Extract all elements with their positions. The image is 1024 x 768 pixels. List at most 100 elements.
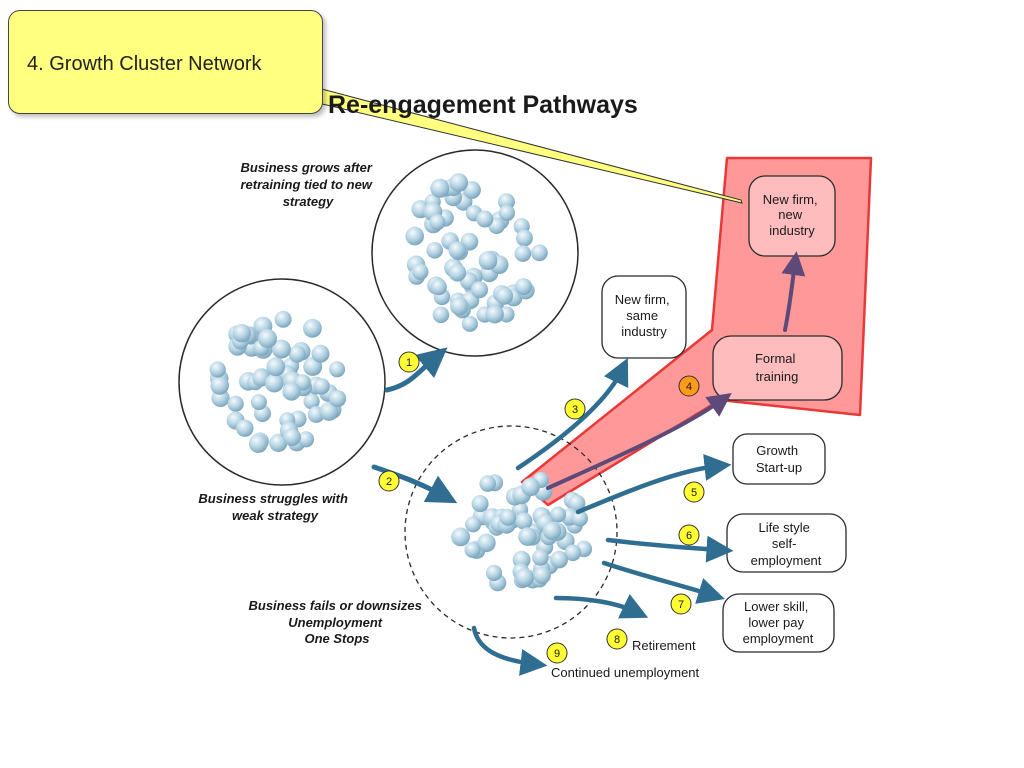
badge-pathway-7: 7	[670, 593, 692, 615]
ball	[564, 544, 582, 562]
ball	[429, 214, 446, 231]
arrow-pathway-3	[515, 357, 629, 471]
ball	[430, 178, 450, 198]
ball	[495, 287, 514, 305]
ball	[476, 210, 494, 228]
ball	[449, 173, 469, 193]
caption-business-struggles: Business struggles with weak strategy	[198, 491, 351, 523]
box-formal-training: Formal training	[712, 335, 843, 401]
ball	[282, 382, 301, 401]
ball	[448, 241, 467, 259]
svg-text:6: 6	[686, 530, 692, 542]
arrow-pathway-1	[384, 347, 448, 393]
svg-text:Growth Start-up: Growth Start-up	[756, 443, 802, 475]
arrow-pathway-7	[601, 560, 725, 604]
svg-text:Life style self- e: Life style self- employment	[751, 520, 822, 568]
ball	[521, 477, 540, 497]
ball	[303, 393, 320, 410]
ball	[405, 226, 425, 246]
caption-business-fails: Business fails or downsizes Unemployment…	[248, 598, 425, 646]
ball	[266, 357, 286, 377]
badge-pathway-9: 9	[546, 642, 568, 664]
ball	[313, 378, 330, 395]
ball	[499, 509, 517, 526]
ball	[531, 244, 548, 262]
ball	[232, 324, 251, 343]
ball	[485, 305, 504, 324]
callout-box: 4. Growth Cluster Network	[8, 10, 323, 114]
ball	[550, 550, 568, 569]
badge-pathway-5: 5	[683, 481, 705, 503]
ball	[329, 390, 347, 408]
svg-text:8: 8	[614, 634, 620, 646]
ball	[448, 263, 467, 282]
ball	[283, 428, 301, 446]
svg-text:Lower skill, lower pay: Lower skill, lower pay employment	[743, 599, 814, 646]
ball	[412, 263, 429, 280]
badge-pathway-8: 8	[606, 628, 628, 650]
label-continued-unemployment: Continued unemployment	[551, 665, 700, 680]
ball	[288, 345, 306, 363]
failing-business-cluster	[404, 425, 618, 639]
svg-text:1: 1	[406, 357, 412, 369]
svg-text:3: 3	[572, 404, 578, 416]
ball	[329, 361, 346, 378]
ball	[464, 541, 481, 558]
ball	[515, 512, 533, 530]
ball	[498, 204, 515, 222]
ball	[515, 568, 534, 587]
ball	[265, 373, 284, 393]
diagram-title: Re-engagement Pathways	[328, 91, 638, 119]
callout-text: 4. Growth Cluster Network	[27, 53, 262, 75]
box-lifestyle-self-employment: Life style self- employment	[726, 513, 847, 573]
ball	[514, 245, 532, 262]
ball	[250, 394, 267, 411]
arrow-training-to-new-industry	[781, 251, 806, 332]
ball	[542, 521, 562, 541]
arrow-pathway-5	[575, 453, 732, 515]
arrow-pathway-4	[546, 393, 732, 490]
svg-text:4: 4	[686, 381, 692, 393]
ball	[271, 339, 291, 359]
caption-business-grows: Business grows after retraining tied to …	[240, 160, 375, 209]
ball	[550, 506, 567, 523]
ball	[515, 278, 532, 296]
ball	[470, 281, 489, 299]
ball	[426, 242, 444, 259]
box-lower-skill-employment: Lower skill, lower pay employment	[722, 593, 835, 653]
ball	[209, 361, 226, 378]
ball	[450, 297, 469, 316]
ball	[248, 434, 268, 453]
svg-text:New firm, new indu: New firm, new industry	[763, 192, 822, 238]
ball	[478, 251, 498, 270]
svg-text:2: 2	[386, 476, 392, 488]
badge-pathway-1: 1	[398, 351, 420, 373]
ball	[210, 376, 229, 395]
pathway-4-highlight-region	[520, 156, 873, 507]
ball	[533, 566, 551, 584]
svg-text:New firm, same ind: New firm, same industry	[615, 292, 674, 339]
arrow-pathway-2	[371, 464, 458, 504]
badge-pathway-2: 2	[378, 470, 400, 492]
ball	[303, 318, 322, 338]
ball	[532, 549, 549, 566]
ball	[479, 475, 497, 492]
box-new-firm-new-industry: New firm, new industry	[748, 175, 836, 257]
ball	[274, 310, 292, 328]
ball	[477, 533, 496, 553]
ball	[515, 229, 533, 247]
ball	[297, 431, 315, 448]
ball	[471, 495, 489, 513]
ball	[430, 278, 447, 296]
ball	[485, 564, 503, 582]
failing-business-balls	[451, 472, 593, 592]
ball	[571, 510, 588, 527]
arrow-pathway-8	[553, 594, 649, 619]
box-new-firm-same-industry: New firm, same industry	[601, 275, 687, 359]
svg-text:7: 7	[678, 599, 684, 611]
ball	[518, 527, 537, 546]
badge-pathway-4: 4	[678, 375, 700, 397]
svg-text:Formal training: Formal training	[755, 351, 799, 384]
arrow-pathway-9	[471, 625, 548, 676]
